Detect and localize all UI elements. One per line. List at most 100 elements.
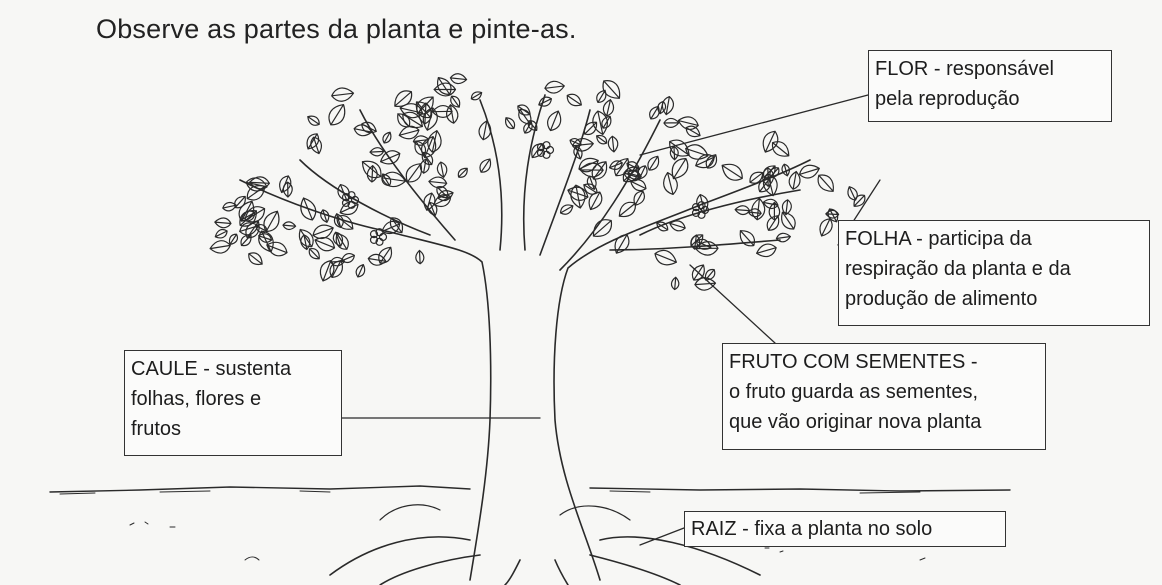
leaf	[734, 205, 751, 216]
leaf	[544, 80, 565, 94]
branch-center	[479, 94, 661, 271]
leaf	[437, 190, 454, 202]
flower-petal	[375, 237, 384, 246]
leaf	[588, 191, 603, 211]
ground-line-detail	[59, 490, 921, 495]
leaf	[355, 264, 366, 278]
leaf	[569, 138, 582, 147]
leaf	[817, 174, 834, 192]
leaf	[586, 175, 597, 190]
leaf	[389, 217, 404, 234]
leaf	[781, 211, 796, 230]
leaf	[380, 150, 401, 165]
leaf	[538, 96, 553, 107]
leaf	[369, 147, 385, 157]
leaf	[695, 154, 715, 169]
flower-petal	[536, 148, 546, 157]
leaf	[661, 95, 675, 116]
leader-raiz	[639, 527, 685, 546]
leaf	[214, 228, 228, 239]
leaf	[749, 171, 764, 184]
leaf	[596, 89, 607, 103]
leaf	[671, 158, 689, 180]
leaf	[248, 176, 271, 190]
leaf	[602, 80, 621, 99]
leaf	[670, 276, 680, 291]
leader-fruto	[689, 264, 776, 344]
leaf	[479, 158, 492, 173]
leaf	[228, 233, 239, 245]
leaf	[254, 223, 268, 234]
leader-flor	[639, 94, 869, 156]
soil-marks	[129, 521, 926, 561]
flower-petal	[545, 145, 555, 155]
leaf	[527, 120, 538, 131]
leaf	[415, 101, 432, 119]
branch-left	[299, 109, 456, 241]
leaf	[677, 116, 699, 131]
leaf	[601, 115, 612, 129]
leaf	[450, 95, 461, 108]
leaf	[214, 217, 232, 229]
branch-right	[609, 189, 801, 251]
flower-petal	[536, 143, 546, 152]
flower-petal	[369, 235, 379, 244]
leaf	[657, 100, 667, 115]
leaf	[300, 197, 317, 221]
leaf	[591, 161, 608, 180]
ground-line	[49, 485, 1011, 493]
leaf	[695, 238, 712, 250]
leaf	[663, 171, 678, 196]
leaf	[367, 253, 387, 266]
leaf	[478, 120, 492, 141]
label-flor: FLOR - responsável pela reprodução	[868, 50, 1112, 122]
leaf	[298, 228, 314, 248]
leaf	[762, 198, 779, 210]
leaf	[762, 130, 779, 153]
leaf	[248, 252, 263, 266]
leaf	[239, 210, 258, 227]
leaf	[336, 215, 354, 230]
leaf	[331, 87, 355, 102]
leaf	[669, 139, 690, 157]
leaf	[282, 221, 297, 231]
leaf	[399, 103, 424, 119]
leaf	[583, 183, 598, 195]
leaf	[618, 201, 636, 218]
leaf	[630, 179, 647, 192]
label-fruto: FRUTO COM SEMENTES - o fruto guarda as s…	[722, 343, 1046, 450]
leaf	[685, 144, 709, 160]
flower-petal	[341, 198, 351, 207]
leaf	[320, 209, 330, 223]
leaf	[378, 246, 393, 264]
leaf	[328, 103, 346, 126]
leaf	[314, 237, 336, 252]
leaf	[258, 230, 274, 253]
leaf	[419, 158, 430, 174]
leaf	[788, 170, 801, 190]
flower-petal	[347, 200, 356, 209]
leaf	[669, 220, 686, 232]
leaf	[449, 73, 468, 85]
leaf	[775, 232, 791, 243]
leaf	[694, 241, 719, 256]
leaf	[394, 90, 413, 107]
leaf	[427, 201, 438, 217]
leaf	[547, 110, 562, 132]
leaf	[366, 165, 378, 183]
leaf	[694, 277, 717, 291]
leaf	[428, 176, 448, 189]
leaf	[592, 219, 613, 237]
leaf	[756, 243, 777, 258]
leaf	[614, 234, 630, 254]
leaf	[337, 183, 350, 202]
leaf	[397, 113, 411, 128]
leaf	[571, 137, 594, 152]
leaf	[798, 164, 820, 179]
leaf	[398, 125, 420, 140]
leaf	[825, 209, 840, 219]
flower-petal	[378, 232, 388, 242]
leaf	[573, 146, 583, 160]
